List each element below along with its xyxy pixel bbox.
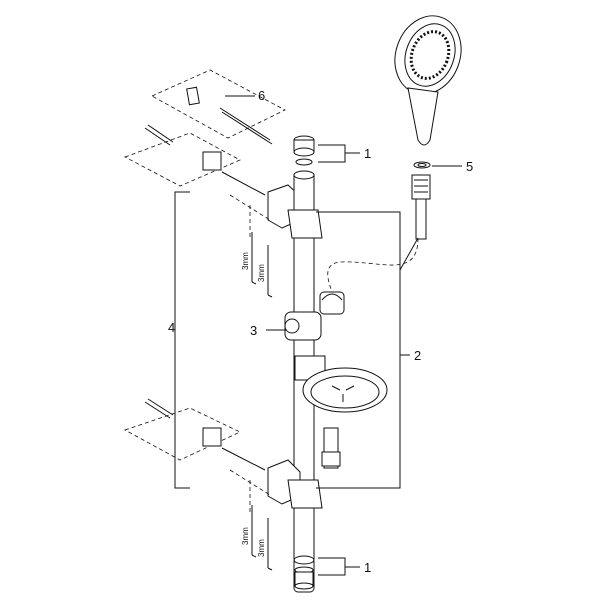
callout-5: 5	[466, 159, 473, 174]
size-label-upper-a: 3mm	[241, 252, 250, 270]
callout-4: 4	[168, 320, 175, 335]
callout-1-top: 1	[364, 146, 371, 161]
size-label-lower-b: 3mm	[257, 539, 266, 557]
hand-shower	[394, 15, 462, 146]
upper-fixing	[124, 124, 301, 240]
lower-fixing	[124, 398, 301, 515]
callout-2: 2	[414, 348, 421, 363]
size-label-lower-a: 3mm	[241, 527, 250, 545]
soap-dish	[294, 355, 388, 413]
callout-3: 3	[250, 323, 257, 338]
size-label-upper-b: 3mm	[257, 264, 266, 282]
lower-hex-keys: 3mm 3mm	[241, 505, 273, 571]
leader-lines	[174, 95, 462, 576]
hose-connector	[321, 427, 341, 469]
callout-6: 6	[258, 88, 265, 103]
upper-hex-keys: 3mm 3mm	[241, 232, 273, 298]
slider-holder	[284, 291, 345, 341]
end-cap-top	[293, 135, 315, 166]
lower-rail-bracket	[287, 479, 323, 509]
part-6-box	[151, 69, 286, 145]
upper-rail-bracket	[287, 209, 323, 239]
hose-nut	[411, 174, 431, 240]
callout-1-bottom: 1	[364, 560, 371, 575]
washer-part-5	[413, 161, 431, 169]
shower-hose	[327, 237, 419, 293]
end-cap-bottom	[293, 555, 315, 590]
